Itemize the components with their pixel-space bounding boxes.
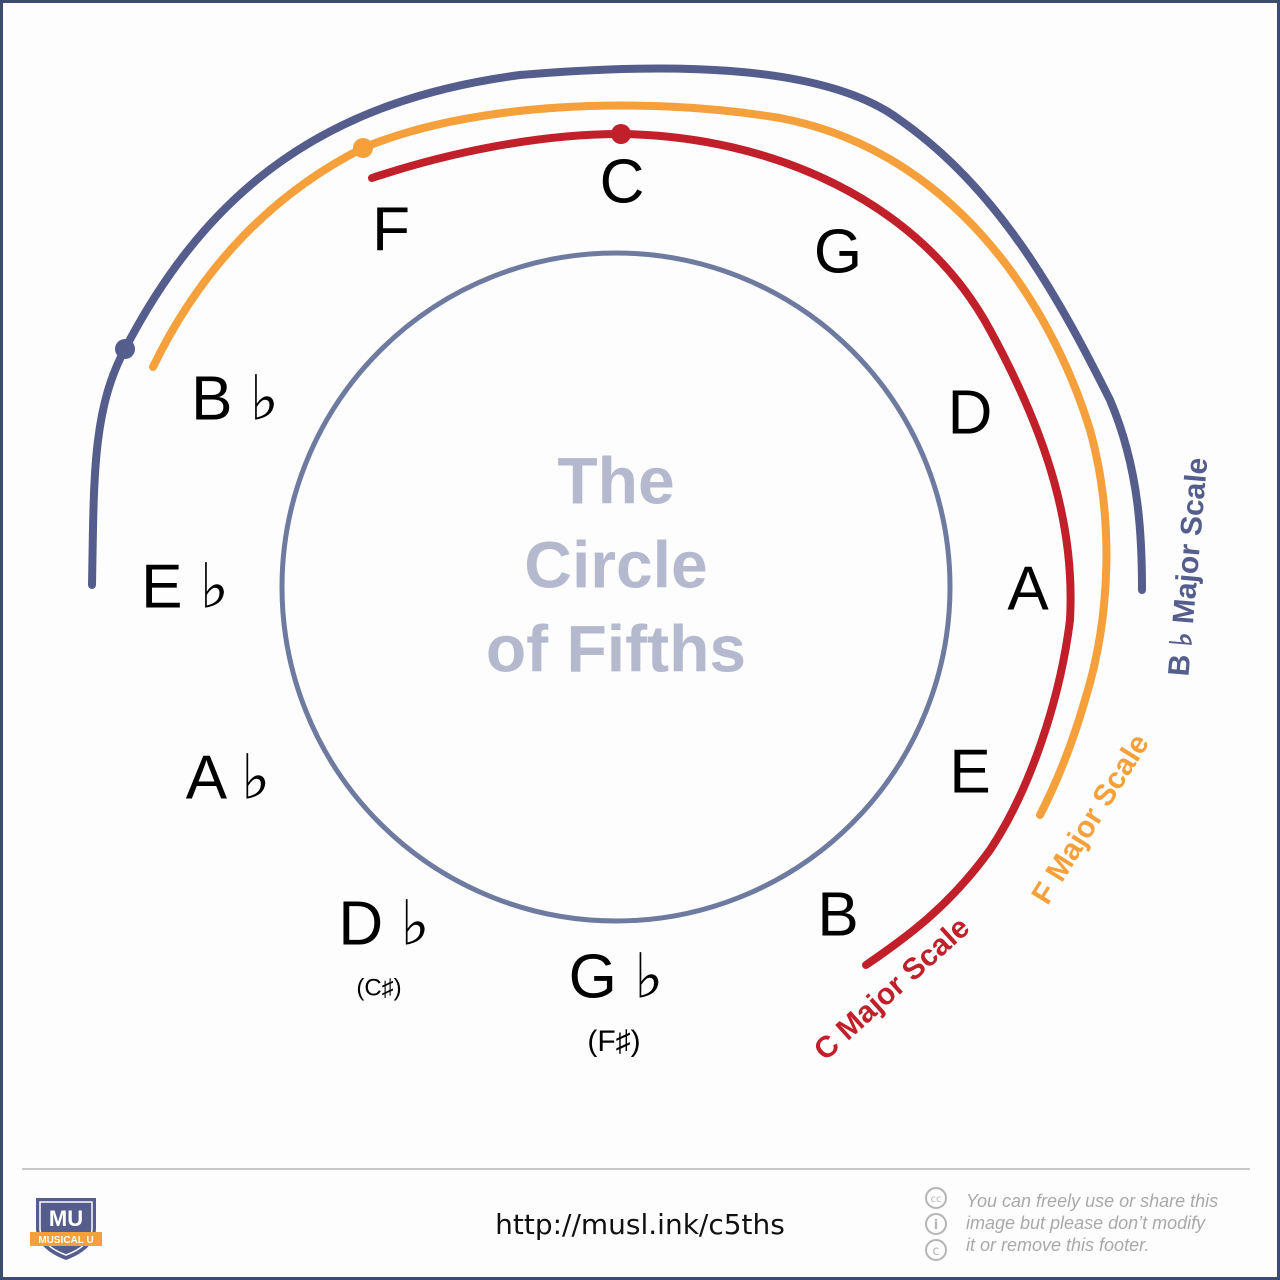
license-line-2: image but please don’t modify — [966, 1213, 1206, 1233]
note-b: B — [817, 880, 858, 949]
footer-divider — [22, 1168, 1250, 1170]
note-c: C — [600, 147, 645, 216]
svg-text:c: c — [932, 1244, 939, 1259]
note-e: E — [949, 737, 990, 806]
footer-url[interactable]: http://musl.ink/c5ths — [495, 1208, 785, 1241]
note-d-flat-enharmonic: (C♯) — [356, 974, 401, 1001]
svg-text:MUSICAL U: MUSICAL U — [38, 1235, 93, 1246]
note-g: G — [814, 217, 862, 286]
note-f: F — [372, 195, 410, 264]
svg-text:cc: cc — [931, 1194, 942, 1205]
f-major-scale-marker — [353, 138, 373, 158]
c-major-scale-arc — [368, 129, 1075, 969]
c-major-scale-marker — [611, 124, 631, 144]
note-d: D — [948, 378, 993, 447]
license-line-1: You can freely use or share this — [966, 1191, 1219, 1211]
attribution-icon: i — [925, 1213, 947, 1235]
svg-text:MU: MU — [49, 1206, 83, 1231]
svg-text:i: i — [934, 1218, 938, 1233]
inner-ring — [279, 250, 953, 924]
musical-u-logo[interactable]: MU MUSICAL U — [30, 1192, 102, 1262]
copyleft-icon: c — [925, 1239, 947, 1261]
center-title-line-3: of Fifths — [486, 611, 746, 685]
note-g-flat-enharmonic: (F♯) — [587, 1025, 640, 1058]
license-line-3: it or remove this footer. — [966, 1235, 1150, 1255]
b-flat-major-scale-label: B ♭ Major Scale — [1162, 456, 1214, 677]
f-major-scale-arc — [149, 101, 1111, 819]
note-a-flat: A ♭ — [186, 743, 270, 812]
circle-of-fifths-diagram: The Circle of Fifths C G D A E B G ♭ (F♯… — [88, 64, 1214, 1067]
center-title-line-2: Circle — [524, 527, 707, 601]
b-flat-major-scale-marker — [115, 339, 135, 359]
creative-commons-icons: cc i c — [925, 1187, 947, 1261]
center-title-line-1: The — [557, 443, 674, 517]
note-b-flat: B ♭ — [191, 364, 279, 433]
f-major-scale-label: F Major Scale — [1025, 728, 1155, 910]
note-a: A — [1007, 554, 1049, 623]
note-e-flat: E ♭ — [141, 552, 229, 621]
note-d-flat: D ♭ — [338, 889, 429, 958]
note-g-flat: G ♭ — [569, 942, 664, 1011]
license-notice: You can freely use or share this image b… — [966, 1190, 1266, 1256]
cc-icon: cc — [925, 1187, 947, 1209]
